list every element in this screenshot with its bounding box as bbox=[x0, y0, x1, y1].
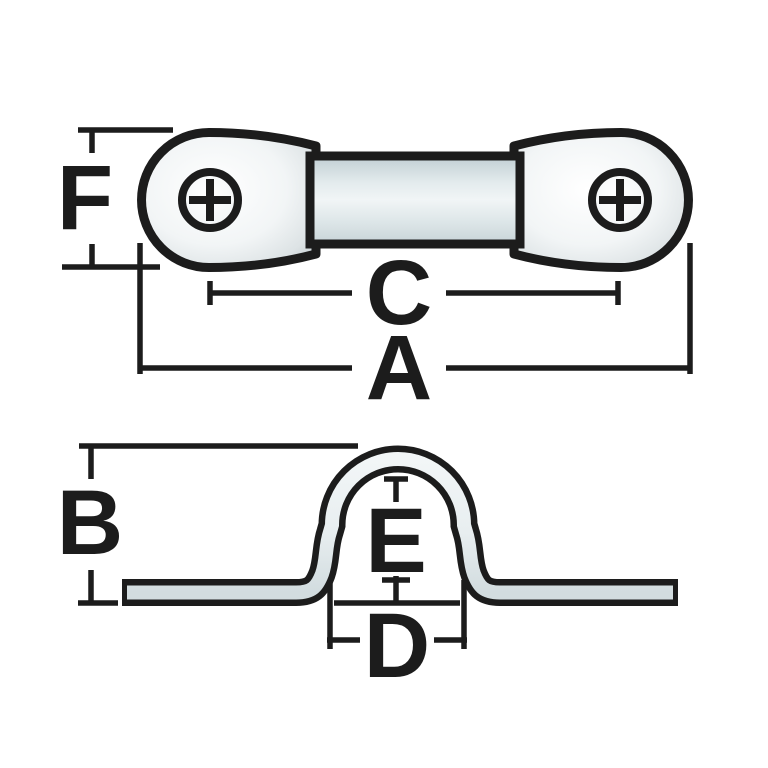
top-view: F C A bbox=[57, 127, 693, 419]
right-screw-icon bbox=[588, 168, 652, 232]
dim-label-d: D bbox=[364, 595, 430, 697]
center-bridge-shape bbox=[305, 151, 525, 249]
dimension-b bbox=[78, 443, 358, 606]
dim-label-e: E bbox=[365, 490, 426, 592]
dimension-a bbox=[137, 243, 693, 374]
dimension-e bbox=[382, 476, 410, 603]
profile-metal-shape bbox=[127, 452, 673, 600]
left-screw-icon bbox=[178, 168, 242, 232]
dim-label-b: B bbox=[57, 472, 123, 574]
dim-label-c: C bbox=[366, 242, 432, 344]
dimension-f bbox=[62, 127, 173, 270]
side-view: B E D bbox=[57, 443, 678, 697]
dimension-d bbox=[327, 580, 467, 649]
dim-label-f: F bbox=[57, 147, 113, 249]
dimension-c bbox=[207, 281, 621, 305]
dim-label-a: A bbox=[366, 317, 432, 419]
